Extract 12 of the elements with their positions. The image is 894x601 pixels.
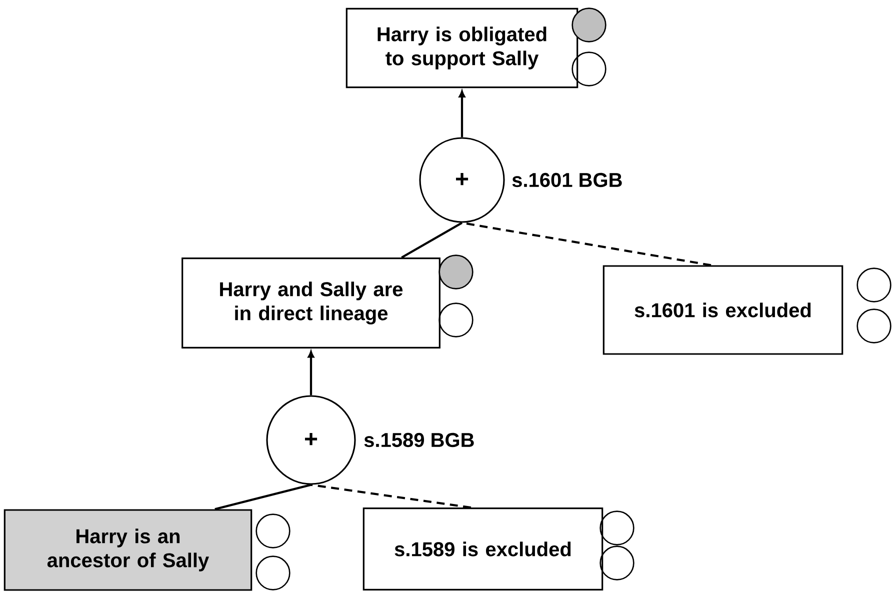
proposition-box: Harry is obligated to support Sally <box>346 8 578 88</box>
connector <box>308 350 314 396</box>
proposition-box: Harry is an ancestor of Sally <box>4 509 252 591</box>
proposition-box: s.1601 is excluded <box>602 265 844 355</box>
proposition-box: Harry and Sally are in direct lineage <box>182 258 440 348</box>
proposition-box: s.1589 is excluded <box>362 508 604 590</box>
connector <box>310 484 472 509</box>
connector <box>214 484 312 510</box>
connector <box>401 222 463 258</box>
rule-label: s.1589 BGB <box>364 432 474 448</box>
rule-label: s.1601 BGB <box>512 172 622 188</box>
connector <box>458 90 466 138</box>
